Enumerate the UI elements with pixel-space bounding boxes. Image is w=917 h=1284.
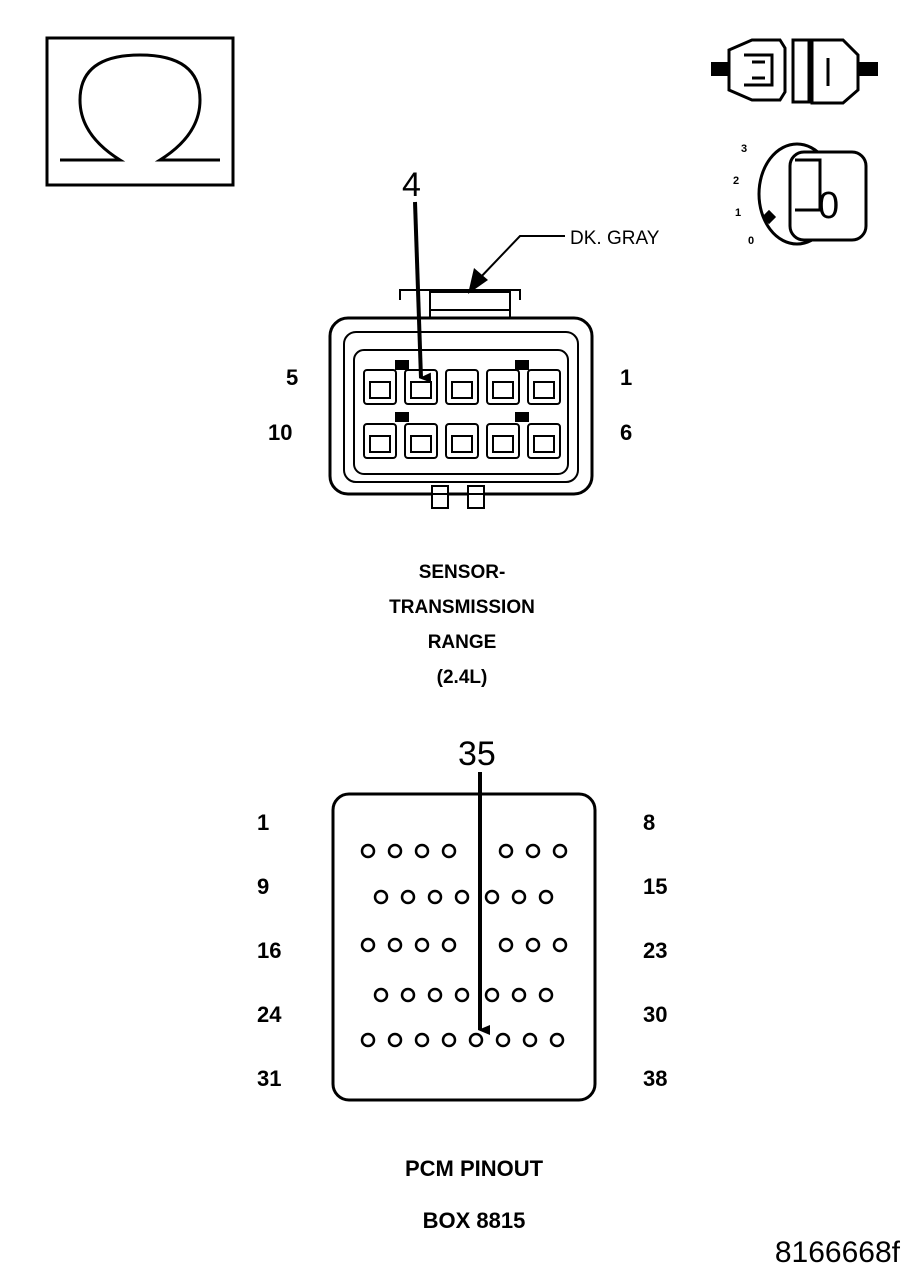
sensor-corner-label-top-right: 1 — [620, 365, 632, 390]
pcm-pin-hole — [525, 937, 541, 953]
pcm-row-label-left-2: 9 — [257, 874, 269, 899]
sensor-terminal-socket — [492, 381, 514, 399]
pcm-pin-hole — [495, 1032, 511, 1048]
pcm-title-line-1: PCM PINOUT — [405, 1156, 544, 1181]
pcm-pin-hole — [454, 987, 470, 1003]
pcm-pin-hole — [441, 843, 457, 859]
pcm-pin-hole — [522, 1032, 538, 1048]
ignition-key-label: 0 — [818, 185, 839, 227]
pcm-title-line-2: BOX 8815 — [423, 1208, 526, 1233]
pcm-pin-hole — [387, 1032, 403, 1048]
pcm-row-label-right-3: 23 — [643, 938, 667, 963]
pcm-pin-hole — [511, 987, 527, 1003]
ignition-position-3: 3 — [741, 143, 747, 155]
sensor-terminal-socket — [492, 435, 514, 453]
pcm-row-label-left-1: 1 — [257, 810, 269, 835]
pcm-pin-hole — [441, 1032, 457, 1048]
pcm-pin-hole — [387, 937, 403, 953]
sensor-corner-label-bottom-left: 10 — [268, 420, 292, 445]
sensor-title-line-3: RANGE — [428, 632, 497, 653]
pcm-connector — [331, 792, 597, 1102]
pcm-pin-hole — [525, 843, 541, 859]
pcm-pin-hole — [498, 843, 514, 859]
ignition-position-2: 2 — [733, 175, 739, 187]
pcm-pin-hole — [360, 843, 376, 859]
pcm-pin-hole — [400, 987, 416, 1003]
wire-color-label: DK. GRAY — [570, 228, 660, 249]
pcm-pin-hole — [538, 987, 554, 1003]
ohm-symbol-icon — [60, 53, 220, 162]
ignition-key-off-icon: 0 3 2 1 0 — [733, 142, 868, 247]
pcm-pin-hole — [511, 889, 527, 905]
pcm-row-label-left-3: 16 — [257, 938, 281, 963]
pcm-pin-hole — [454, 889, 470, 905]
sensor-corner-label-bottom-right: 6 — [620, 420, 632, 445]
pcm-pin-hole — [414, 937, 430, 953]
pcm-pin-hole — [468, 1032, 484, 1048]
pcm-pin-hole — [360, 937, 376, 953]
pcm-pin-hole — [441, 937, 457, 953]
pcm-row-label-right-5: 38 — [643, 1066, 667, 1091]
ohmmeter-icon-box — [45, 36, 235, 187]
pcm-pin-hole — [387, 843, 403, 859]
pcm-pin-hole — [400, 889, 416, 905]
pcm-pin-hole — [484, 889, 500, 905]
sensor-pin-callout-arrow — [413, 201, 432, 383]
pcm-pin-callout: 35 — [458, 735, 496, 773]
pcm-pin-hole — [549, 1032, 565, 1048]
pcm-pin-hole — [498, 937, 514, 953]
pcm-pin-hole — [538, 889, 554, 905]
ignition-position-0: 0 — [748, 235, 754, 247]
sensor-terminal-socket — [369, 381, 391, 399]
sensor-terminal-socket — [451, 381, 473, 399]
sensor-title-line-1: SENSOR- — [419, 562, 506, 583]
pcm-pin-hole — [414, 843, 430, 859]
wire-color-leader-line — [477, 235, 565, 281]
pcm-pin-hole — [427, 889, 443, 905]
sensor-terminal-socket — [410, 381, 432, 399]
pcm-pin-hole — [427, 987, 443, 1003]
pcm-pin-hole — [373, 889, 389, 905]
pcm-pin-hole — [552, 937, 568, 953]
sensor-terminal-socket — [533, 381, 555, 399]
disconnect-connector-icon — [711, 38, 878, 105]
pcm-row-label-right-4: 30 — [643, 1002, 667, 1027]
pcm-pin-hole — [373, 987, 389, 1003]
sensor-terminal-socket — [451, 435, 473, 453]
pcm-pin-hole — [414, 1032, 430, 1048]
sensor-title-line-2: TRANSMISSION — [389, 597, 535, 618]
sensor-terminal-socket — [369, 435, 391, 453]
pcm-pin-hole — [360, 1032, 376, 1048]
pcm-row-label-left-4: 24 — [257, 1002, 282, 1027]
pcm-row-label-right-1: 8 — [643, 810, 655, 835]
sensor-corner-label-top-left: 5 — [286, 365, 298, 390]
sensor-pin-callout: 4 — [402, 166, 421, 204]
pcm-pin-hole — [552, 843, 568, 859]
sensor-title-line-4: (2.4L) — [437, 667, 488, 688]
pcm-row-label-left-5: 31 — [257, 1066, 281, 1091]
sensor-terminal-socket — [533, 435, 555, 453]
sensor-connector — [328, 289, 594, 509]
sensor-terminal-socket — [410, 435, 432, 453]
pcm-row-label-right-2: 15 — [643, 874, 667, 899]
ignition-position-1: 1 — [735, 207, 741, 219]
pcm-pin-hole — [484, 987, 500, 1003]
figure-id: 8166668f — [775, 1236, 901, 1269]
